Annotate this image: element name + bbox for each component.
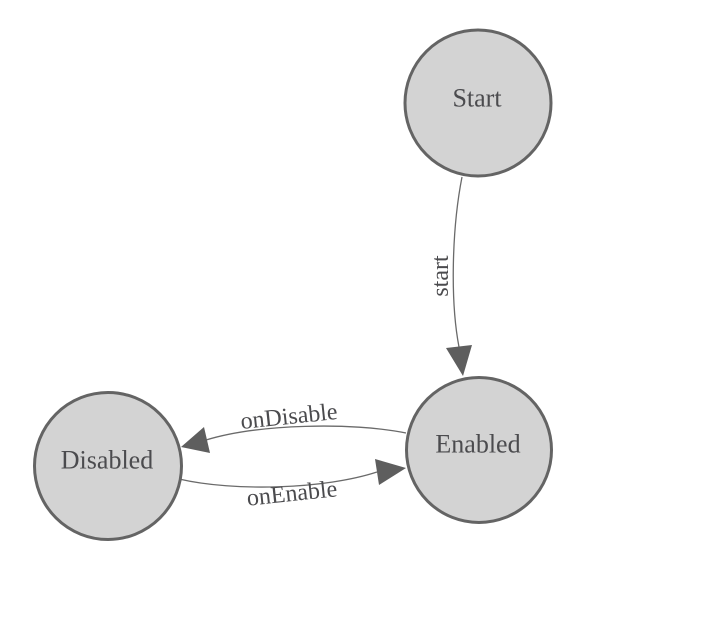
state-node-enabled: Enabled (405, 376, 553, 524)
edge-disabled-to-enabled-line (178, 471, 378, 488)
edge-label-start: start (428, 255, 454, 297)
edge-disabled-to-enabled: onEnable (178, 459, 406, 512)
arrowhead-disabled-to-enabled-icon (375, 459, 406, 485)
state-node-enabled-circle (405, 376, 553, 524)
edge-label-onenable: onEnable (246, 476, 339, 511)
state-node-start: Start (403, 28, 553, 178)
arrowhead-start-to-enabled-icon (446, 345, 472, 376)
state-node-disabled: Disabled (33, 391, 183, 541)
edge-enabled-to-disabled: onDisable (181, 399, 407, 453)
edge-start-to-enabled: start (428, 176, 472, 376)
state-node-disabled-circle (33, 391, 183, 541)
edge-enabled-to-disabled-line (205, 425, 407, 441)
state-node-start-circle (403, 28, 553, 178)
state-node-start-label: Start (452, 84, 502, 113)
arrowhead-enabled-to-disabled-icon (181, 427, 210, 453)
edge-start-to-enabled-line (452, 176, 463, 348)
edge-label-ondisable: onDisable (239, 399, 338, 435)
state-node-disabled-label: Disabled (61, 446, 153, 475)
state-node-enabled-label: Enabled (435, 430, 520, 459)
